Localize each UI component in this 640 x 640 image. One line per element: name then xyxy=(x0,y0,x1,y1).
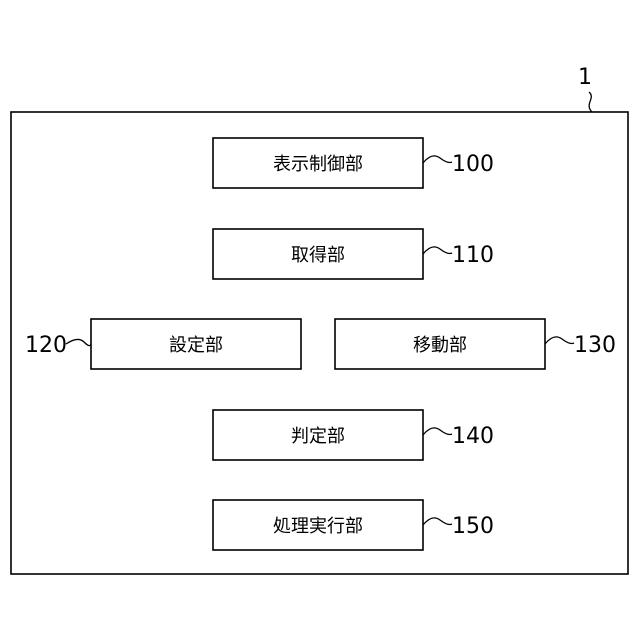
device-ref-label: 1 xyxy=(578,65,592,90)
unit-determination-ref: 140 xyxy=(452,424,494,449)
unit-process-execution-ref: 150 xyxy=(452,514,494,539)
device-ref-leader xyxy=(589,92,592,112)
unit-setting-ref: 120 xyxy=(25,333,67,358)
unit-movement-label: 移動部 xyxy=(413,335,467,356)
unit-acquisition-label: 取得部 xyxy=(291,245,345,266)
unit-movement-ref: 130 xyxy=(574,333,616,358)
unit-display-control-label: 表示制御部 xyxy=(273,154,363,175)
unit-display-control-ref: 100 xyxy=(452,152,494,177)
unit-process-execution-label: 処理実行部 xyxy=(273,516,363,537)
unit-acquisition-ref: 110 xyxy=(452,243,494,268)
unit-setting-label: 設定部 xyxy=(169,335,223,356)
unit-determination-label: 判定部 xyxy=(291,426,345,447)
